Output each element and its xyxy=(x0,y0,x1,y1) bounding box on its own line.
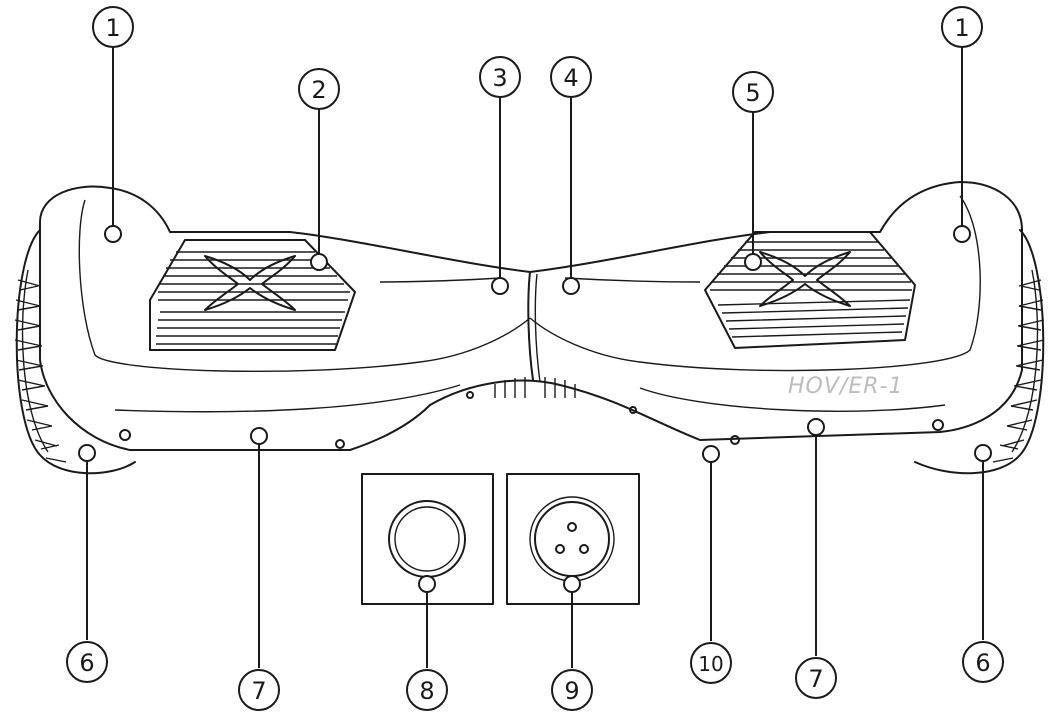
callout-label-7-right: 7 xyxy=(795,657,837,699)
callout-number: 6 xyxy=(975,649,990,677)
callout-label-1-left: 1 xyxy=(92,6,134,48)
callout-label-10: 10 xyxy=(690,642,732,684)
callout-label-3: 3 xyxy=(479,56,521,98)
callout-label-1-right: 1 xyxy=(941,6,983,48)
callout-label-7-left: 7 xyxy=(238,669,280,711)
callout-number: 3 xyxy=(492,64,507,92)
callout-number: 9 xyxy=(564,677,579,705)
callout-label-2: 2 xyxy=(298,68,340,110)
brand-logo-text: HOV∕ER-1 xyxy=(788,374,903,399)
hoverboard-body xyxy=(39,181,1023,451)
callout-number: 1 xyxy=(954,14,969,42)
callout-label-8: 8 xyxy=(406,669,448,711)
callout-label-5: 5 xyxy=(732,71,774,113)
callout-number: 6 xyxy=(79,649,94,677)
callout-number: 4 xyxy=(563,64,578,92)
anchor-dots xyxy=(78,225,992,593)
callout-number: 7 xyxy=(808,665,823,693)
callout-label-4: 4 xyxy=(550,56,592,98)
callout-number: 8 xyxy=(419,677,434,705)
callout-number: 7 xyxy=(251,677,266,705)
right-wheel xyxy=(914,229,1045,475)
right-foot-pad xyxy=(704,231,916,349)
callout-number: 10 xyxy=(698,652,723,676)
callout-number: 2 xyxy=(311,76,326,104)
callout-number: 1 xyxy=(105,14,120,42)
left-wheel xyxy=(14,229,136,475)
callout-label-6-right: 6 xyxy=(962,641,1004,683)
callout-number: 5 xyxy=(745,79,760,107)
callout-label-6-left: 6 xyxy=(66,641,108,683)
left-foot-pad xyxy=(149,239,356,351)
callout-label-9: 9 xyxy=(551,669,593,711)
callout-lines xyxy=(86,47,984,668)
